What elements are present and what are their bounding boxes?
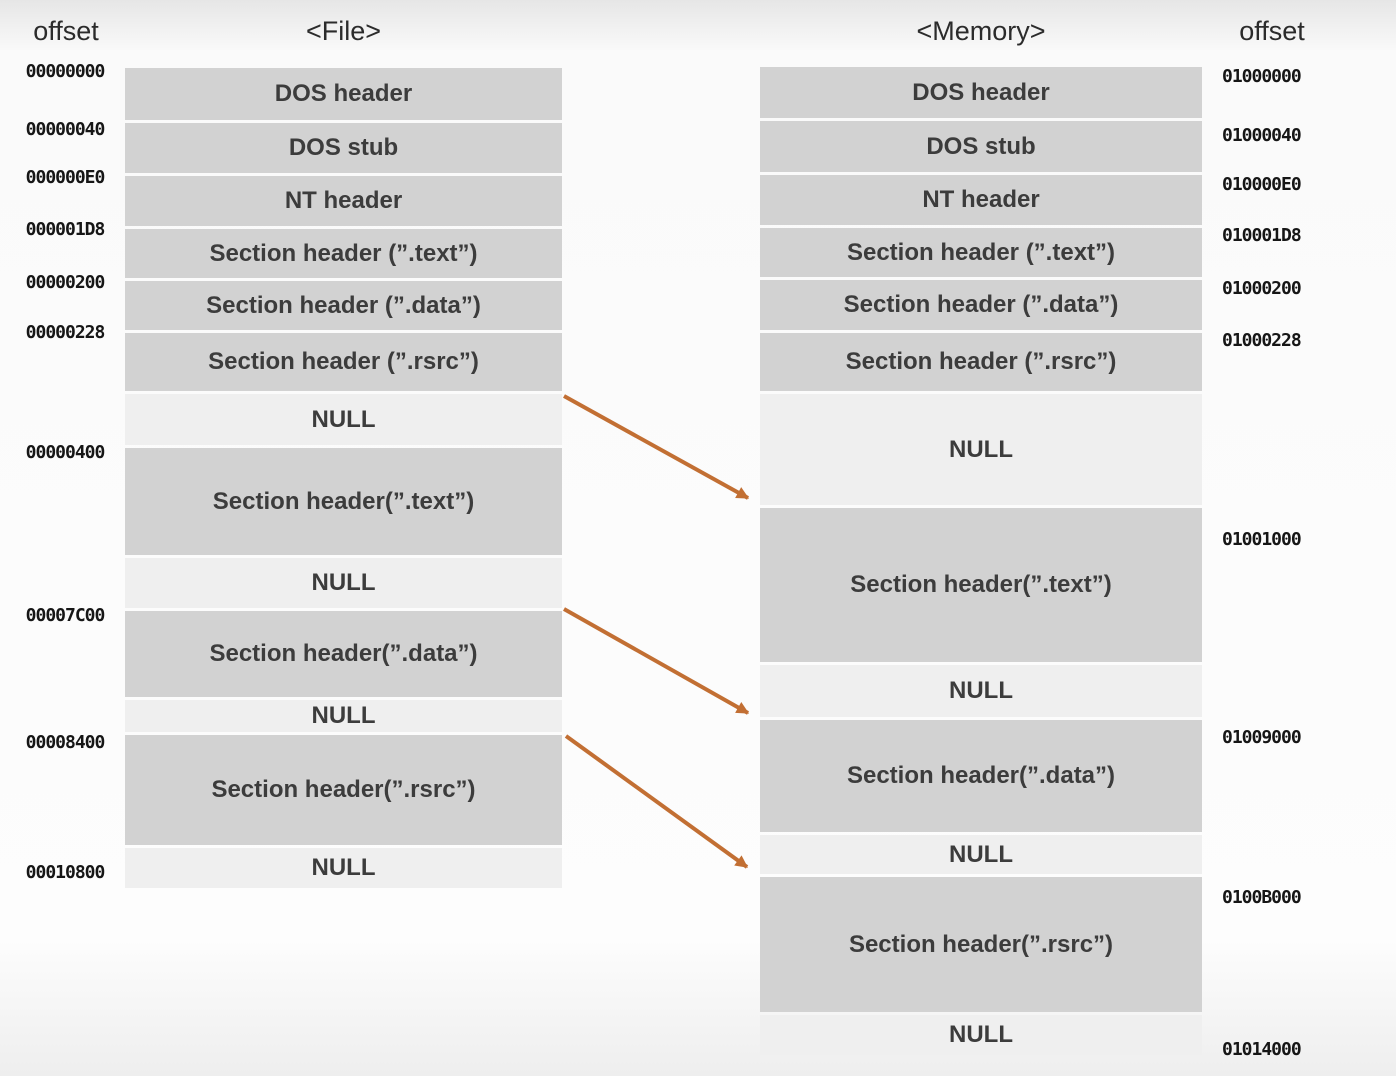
file-block-null: NULL [125, 558, 562, 608]
file-block-null: NULL [125, 700, 562, 732]
file-block-null: NULL [125, 848, 562, 888]
memory-offset-label: 01001000 [1222, 529, 1302, 550]
memory-offset-label: 01000200 [1222, 278, 1302, 299]
memory-offset-label: 0100B000 [1222, 887, 1302, 908]
memory-offset-label: 01000000 [1222, 66, 1302, 87]
memory-offset-label: 01000040 [1222, 125, 1302, 146]
file-block-dos-stub: DOS stub [125, 123, 562, 173]
file-block-section-rsrc-data: Section header(”.rsrc”) [125, 735, 562, 845]
memory-offset-label: 01000228 [1222, 330, 1302, 351]
memory-block-section-header-data: Section header (”.data”) [760, 280, 1202, 330]
file-block-section-text-data: Section header(”.text”) [125, 448, 562, 555]
memory-block-nt-header: NT header [760, 175, 1202, 225]
memory-block-dos-stub: DOS stub [760, 121, 1202, 172]
file-offset-label: 00000040 [25, 119, 106, 140]
file-block-nt-header: NT header [125, 176, 562, 226]
left-offset-column-title: offset [33, 16, 99, 46]
file-block-section-data-data: Section header(”.data”) [125, 611, 562, 697]
file-offset-label: 00010800 [25, 862, 106, 883]
memory-column-title: <Memory> [916, 16, 1046, 46]
mapping-arrow-text-section [563, 394, 750, 500]
memory-offset-label: 01009000 [1222, 727, 1302, 748]
memory-block-section-text-data: Section header(”.text”) [760, 508, 1202, 662]
mapping-arrow-data-section [563, 607, 750, 715]
memory-block-null: NULL [760, 394, 1202, 505]
memory-block-dos-header: DOS header [760, 67, 1202, 118]
memory-block-section-header-rsrc: Section header (”.rsrc”) [760, 333, 1202, 391]
memory-block-null: NULL [760, 835, 1202, 874]
file-offset-label: 00000200 [25, 272, 106, 293]
memory-block-null: NULL [760, 1015, 1202, 1055]
memory-block-section-data-data: Section header(”.data”) [760, 720, 1202, 832]
file-block-section-header-rsrc: Section header (”.rsrc”) [125, 333, 562, 391]
file-offset-label: 000000E0 [25, 167, 106, 188]
file-block-dos-header: DOS header [125, 68, 562, 120]
file-block-section-header-data: Section header (”.data”) [125, 281, 562, 330]
file-block-section-header-text: Section header (”.text”) [125, 229, 562, 278]
memory-offset-label: 010000E0 [1222, 174, 1302, 195]
memory-offset-label: 010001D8 [1222, 225, 1302, 246]
file-offset-label: 00000400 [25, 442, 106, 463]
file-offset-label: 00000000 [25, 61, 106, 82]
memory-block-section-header-text: Section header (”.text”) [760, 228, 1202, 277]
file-offset-label: 00007C00 [25, 605, 106, 626]
mapping-arrow-rsrc-section [564, 734, 749, 869]
file-offset-label: 00008400 [25, 732, 106, 753]
memory-offset-label: 01014000 [1222, 1039, 1302, 1060]
memory-block-null: NULL [760, 665, 1202, 717]
file-block-null: NULL [125, 394, 562, 445]
memory-block-section-rsrc-data: Section header(”.rsrc”) [760, 877, 1202, 1012]
file-offset-label: 000001D8 [25, 219, 106, 240]
file-column-title: <File> [305, 16, 382, 46]
right-offset-column-title: offset [1239, 16, 1305, 46]
file-offset-label: 00000228 [25, 322, 106, 343]
